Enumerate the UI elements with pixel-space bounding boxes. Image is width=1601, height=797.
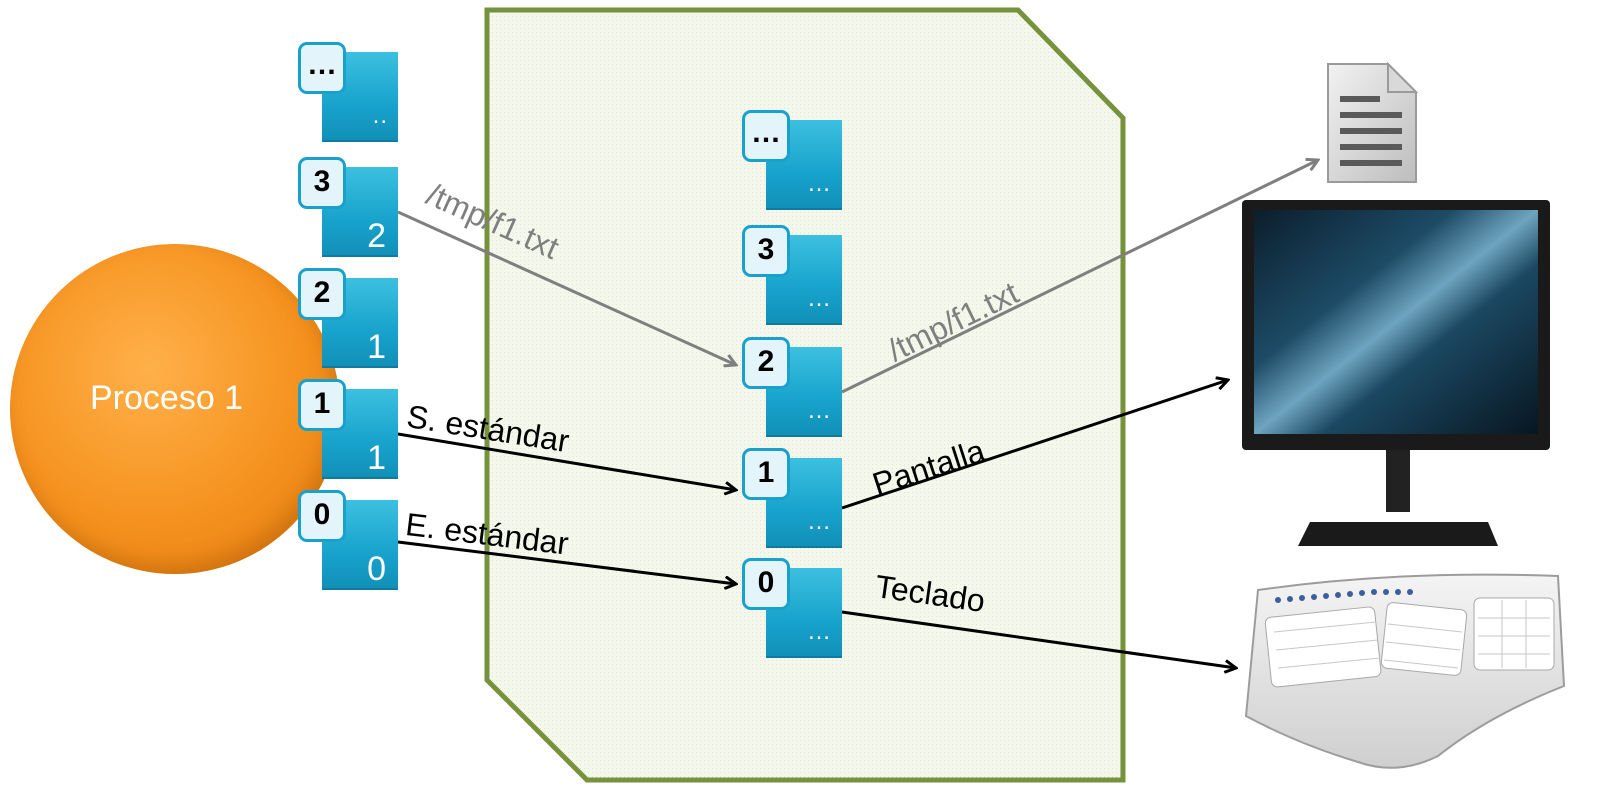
arrow-fd0-to-sys0 — [397, 540, 736, 584]
process-fd-badge: 1 — [298, 379, 346, 431]
system-table-cell: … … — [742, 110, 842, 210]
process-fd-cell: 1 2 — [298, 268, 398, 368]
process-fd-cell: 2 3 — [298, 157, 398, 257]
process-fd-value: .. — [372, 102, 388, 129]
process-label: Proceso 1 — [90, 379, 244, 417]
system-table-badge: 3 — [742, 225, 790, 277]
process-fd-value: 0 — [367, 550, 386, 588]
arrow-sys0-to-keyboard — [841, 610, 1236, 668]
system-table-badge: … — [742, 110, 790, 162]
process-fd-value: 1 — [367, 439, 386, 477]
system-table-value: … — [807, 285, 832, 312]
process-fd-badge: 0 — [298, 490, 346, 542]
system-table-value: … — [807, 508, 832, 535]
system-table-cell: … 3 — [742, 225, 842, 325]
document-icon — [1327, 62, 1418, 183]
process-fd-badge: 3 — [298, 157, 346, 209]
process-fd-value: 2 — [367, 217, 386, 255]
monitor-icon — [1242, 200, 1550, 546]
system-table-badge: 0 — [742, 558, 790, 610]
system-table-cell: … 1 — [742, 448, 842, 548]
process-circle — [10, 244, 340, 574]
arrow-fd1-to-sys1 — [397, 432, 736, 490]
process-fd-cell: .. … — [298, 42, 398, 142]
process-fd-badge: 2 — [298, 268, 346, 320]
system-table-cell: … 2 — [742, 337, 842, 437]
arrow-fd3-to-sys2 — [397, 210, 736, 365]
system-table-badge: 1 — [742, 448, 790, 500]
process-fd-badge: … — [298, 42, 346, 94]
arrow-sys1-to-screen — [841, 380, 1228, 510]
system-table-value: … — [807, 397, 832, 424]
system-table-value: … — [807, 618, 832, 645]
system-table-cell: … 0 — [742, 558, 842, 658]
system-table-badge: 2 — [742, 337, 790, 389]
keyboard-icon — [1244, 573, 1566, 769]
system-table-value: … — [807, 170, 832, 197]
process-fd-cell: 0 0 — [298, 490, 398, 590]
process-fd-value: 1 — [367, 328, 386, 366]
process-fd-cell: 1 1 — [298, 379, 398, 479]
arrow-sys2-to-file — [841, 160, 1318, 394]
